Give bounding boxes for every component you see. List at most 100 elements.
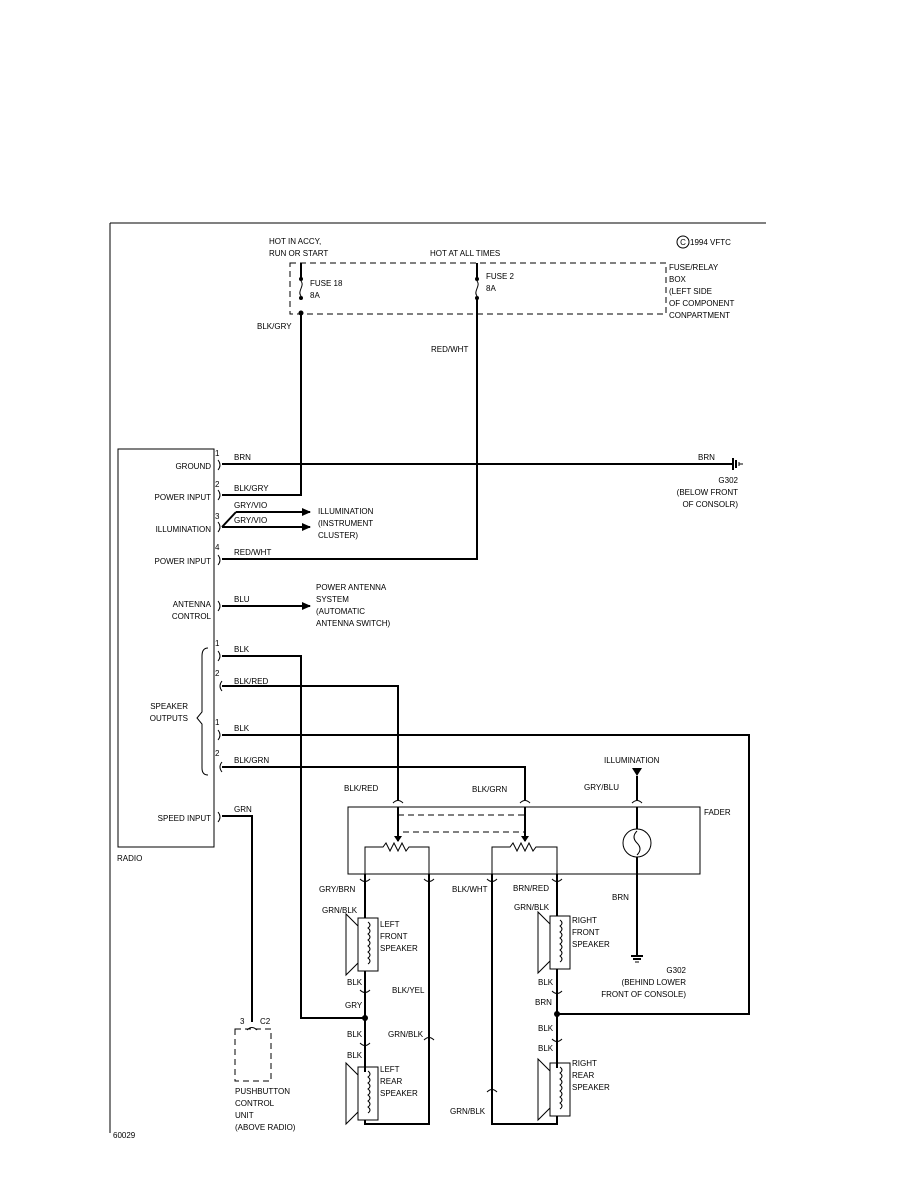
pushbutton-label-4: (ABOVE RADIO): [235, 1123, 296, 1132]
copyright-notice: C 1994 VFTC: [676, 235, 731, 249]
left-front-speaker-icon: [345, 912, 379, 977]
fuse-box-line2: BOX: [669, 275, 687, 284]
radio-speed-input-label: SPEED INPUT: [158, 814, 211, 823]
rf-speaker-label-1: RIGHT: [572, 916, 597, 925]
fader-wire-label-blk-red: BLK/RED: [344, 784, 378, 793]
rr-speaker-label-2: REAR: [572, 1071, 594, 1080]
fuse-box-line1: FUSE/RELAY: [669, 263, 719, 272]
fuse-18-rating: 8A: [310, 291, 320, 300]
radio-illumination-label: ILLUMINATION: [156, 525, 212, 534]
fuse-2-name: FUSE 2: [486, 272, 515, 281]
lf-wire-label-blk: BLK: [347, 978, 363, 987]
fader-wire-label-blk-grn: BLK/GRN: [472, 785, 507, 794]
dest-antenna-line1: POWER ANTENNA: [316, 583, 387, 592]
fader-illumination-label: ILLUMINATION: [604, 756, 660, 765]
radio-connector-ticks: [217, 459, 223, 823]
fuse-box-line4: OF COMPONENT: [669, 299, 734, 308]
fuse-box-line3: (LEFT SIDE: [669, 287, 712, 296]
radio-power-input-label-2: POWER INPUT: [155, 557, 212, 566]
dest-illumination-line2: (INSTRUMENT: [318, 519, 373, 528]
pin-speaker-2: 2: [215, 669, 220, 678]
lf-speaker-label-1: LEFT: [380, 920, 400, 929]
lr-speaker-label-3: SPEAKER: [380, 1089, 418, 1098]
fader-unit: FADER: [347, 806, 731, 875]
rf-wire-label-grn-blk: GRN/BLK: [514, 903, 550, 912]
ground-g302-b-line1: G302: [666, 966, 686, 975]
fader-wire-label-gry-brn: GRY/BRN: [319, 885, 356, 894]
wire-blk-gry: [222, 263, 302, 496]
lr-wire-label-blk-1: BLK: [347, 1030, 363, 1039]
fuse-2-rating: 8A: [486, 284, 496, 293]
wire-label-blk-2: BLK: [234, 724, 250, 733]
lf-speaker-label-2: FRONT: [380, 932, 408, 941]
rr-speaker-label-1: RIGHT: [572, 1059, 597, 1068]
right-front-speaker-icon: [537, 910, 571, 975]
radio-power-input-label-1: POWER INPUT: [155, 493, 212, 502]
ground-g302-console-icon: [631, 955, 643, 963]
pin-speaker-4: 2: [215, 749, 220, 758]
right-rear-speaker-icon: [537, 1057, 571, 1122]
wire-label-brn-right: BRN: [698, 453, 715, 462]
pushbutton-label-2: CONTROL: [235, 1099, 275, 1108]
wire-label-blk-1: BLK: [234, 645, 250, 654]
dest-antenna-line3: (AUTOMATIC: [316, 607, 365, 616]
wire-label-grn: GRN: [234, 805, 252, 814]
left-potentiometer: [364, 807, 430, 874]
lr-wire-label-grn-blk: GRN/BLK: [388, 1030, 424, 1039]
fuse-2: FUSE 2 8A: [475, 272, 515, 300]
ground-g302-a-line1: G302: [718, 476, 738, 485]
fader-illumination-arrow-icon: [632, 768, 642, 776]
wire-label-blk-gry: BLK/GRY: [234, 484, 269, 493]
dest-illumination-line3: CLUSTER): [318, 531, 358, 540]
power-source-accy-line1: HOT IN ACCY,: [269, 237, 321, 246]
radio-speaker-label-2: OUTPUTS: [150, 714, 188, 723]
power-source-accy-line2: RUN OR START: [269, 249, 328, 258]
pin-speaker-1: 1: [215, 639, 220, 648]
fader-output-connectors: [359, 878, 563, 882]
pin-speaker-3: 1: [215, 718, 220, 727]
pushbutton-control-unit: 3 C2 PUSHBUTTON CONTROL UNIT (ABOVE RADI…: [234, 1017, 296, 1132]
page-frame: [109, 222, 766, 1133]
radio-label: RADIO: [117, 854, 142, 863]
right-potentiometer: [491, 807, 558, 874]
fuse-box-line5: CONPARTMENT: [669, 311, 730, 320]
pin-power-input-2: 4: [215, 543, 220, 552]
lr-speaker-label-1: LEFT: [380, 1065, 400, 1074]
fader-input-connectors: [392, 800, 643, 804]
pushbutton-connector: C2: [260, 1017, 271, 1026]
wire-gry-vio: [221, 508, 311, 531]
rr-wire-label-blk-2: BLK: [538, 1044, 554, 1053]
wire-blk-red: [222, 685, 399, 800]
pin-illumination: 3: [215, 512, 220, 521]
fader-illumination-lamp-icon: [622, 807, 652, 874]
rf-wire-label-brn: BRN: [535, 998, 552, 1007]
figure-id: 60029: [113, 1131, 136, 1140]
ground-g302-a-line2: (BELOW FRONT: [677, 488, 738, 497]
ground-g302-b-line2: (BEHIND LOWER: [622, 978, 687, 987]
lf-wire-label-grn-blk: GRN/BLK: [322, 906, 358, 915]
splice-left: [362, 1015, 368, 1021]
fuse-18: FUSE 18 8A: [299, 277, 343, 300]
wire-label-blk-red: BLK/RED: [234, 677, 268, 686]
lr-wire-label-blk-2: BLK: [347, 1051, 363, 1060]
rr-speaker-label-3: SPEAKER: [572, 1083, 610, 1092]
power-source-all-times: HOT AT ALL TIMES: [430, 249, 500, 258]
rf-speaker-label-2: FRONT: [572, 928, 600, 937]
pushbutton-pin: 3: [240, 1017, 245, 1026]
left-rear-speaker-icon: [345, 1061, 379, 1126]
pin-ground: 1: [215, 449, 220, 458]
radio-speaker-label-1: SPEAKER: [150, 702, 188, 711]
wire-label-grn-blk-bottom: GRN/BLK: [450, 1107, 486, 1116]
ground-g302-front-icon: [732, 458, 743, 470]
rr-wire-label-blk-1: BLK: [538, 1024, 554, 1033]
copyright-text: 1994 VFTC: [690, 238, 731, 247]
pin-power-input-1: 2: [215, 480, 220, 489]
radio-antenna-label-2: CONTROL: [172, 612, 212, 621]
radio-antenna-label-1: ANTENNA: [173, 600, 212, 609]
lf-wire-label-gry: GRY: [345, 1001, 363, 1010]
pushbutton-label-1: PUSHBUTTON: [235, 1087, 290, 1096]
wire-label-brn-left: BRN: [234, 453, 251, 462]
fader-wire-label-brn-red: BRN/RED: [513, 884, 549, 893]
wire-grn-speed: [222, 815, 253, 1022]
